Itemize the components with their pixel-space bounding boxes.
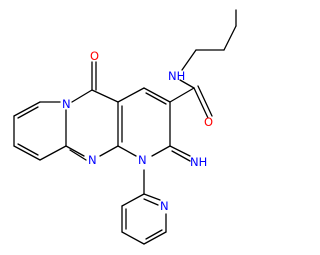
bond	[151, 145, 171, 157]
bond	[117, 145, 137, 157]
bond	[117, 87, 145, 103]
bond	[143, 231, 167, 245]
bond	[169, 87, 195, 103]
bond	[99, 145, 119, 157]
bond	[121, 193, 145, 207]
bond	[71, 89, 93, 103]
n1-nitrogen-label: N	[138, 153, 147, 167]
bond	[145, 92, 167, 105]
bond	[121, 231, 145, 245]
bond	[143, 87, 171, 103]
bond	[171, 150, 191, 162]
bond	[39, 145, 67, 161]
imine-nh-label: NH	[190, 155, 207, 169]
bond	[17, 106, 39, 119]
bonds	[13, 9, 237, 245]
atom-labels: O N N N NH O NH N	[62, 49, 213, 213]
bond	[17, 143, 39, 156]
bond	[197, 85, 213, 117]
bond	[145, 229, 163, 240]
molecule-diagram: O N N N NH O NH N	[13, 9, 237, 245]
bond	[181, 49, 197, 71]
amide-nitrogen-label: NH	[168, 69, 185, 83]
ketone-oxygen-label: O	[90, 49, 99, 63]
bond	[143, 198, 159, 206]
bond	[65, 145, 85, 157]
ring-nitrogen-label: N	[88, 153, 97, 167]
bond	[13, 145, 41, 161]
amide-oxygen-label: O	[204, 115, 213, 129]
bond	[91, 89, 119, 103]
pyridine-nitrogen-label: N	[160, 199, 169, 213]
bond	[69, 149, 87, 161]
fused-ring-nitrogen-label: N	[62, 97, 71, 111]
bond	[13, 101, 41, 117]
bond	[223, 25, 237, 51]
bond	[169, 145, 191, 157]
bond	[143, 193, 161, 201]
bond	[179, 79, 195, 89]
bond	[193, 87, 209, 119]
molecule-structure: O N N N NH O NH N	[13, 9, 237, 245]
